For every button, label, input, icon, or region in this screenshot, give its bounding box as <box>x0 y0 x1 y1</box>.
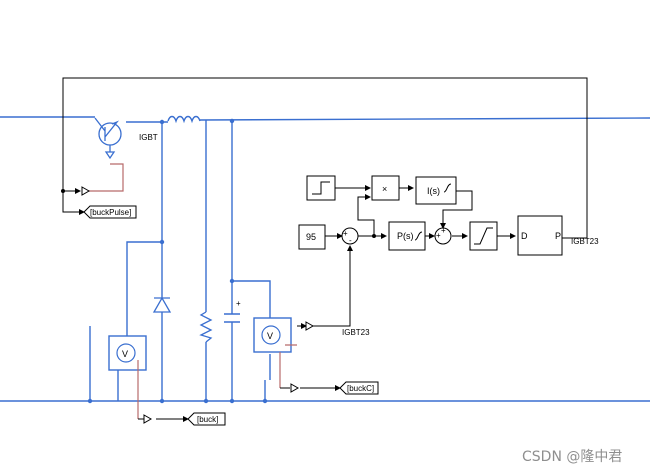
pwm-block[interactable] <box>517 215 563 256</box>
diode-icon[interactable] <box>152 296 172 313</box>
goto-buckpulse-wire[interactable] <box>62 191 85 215</box>
igbt-label: IGBT <box>139 133 158 142</box>
goto-buckpulse-label: [buckPulse] <box>90 208 131 217</box>
pi-sum-plus-b: + <box>441 226 446 235</box>
input-voltmeter-icon <box>116 343 136 363</box>
top-rail-right[interactable] <box>199 117 650 121</box>
power-junctions <box>87 118 268 404</box>
sensor-igbt23-label: IGBT23 <box>342 328 370 337</box>
product-symbol: × <box>382 184 387 194</box>
input-voltmeter-label: V <box>122 349 128 359</box>
constant-block[interactable] <box>298 224 326 250</box>
sensor-signal-wires <box>88 163 297 419</box>
error-sum-block[interactable] <box>341 227 359 245</box>
saturation-block[interactable] <box>469 221 498 251</box>
pwm-output-tag: IGBT23 <box>571 237 599 246</box>
proportional-block[interactable] <box>388 221 426 251</box>
switch-node-to-sensor[interactable] <box>126 241 162 336</box>
pwm-feedback-loop[interactable] <box>62 77 588 239</box>
goto-buckc-label: [buckC] <box>347 384 374 393</box>
integrator-label: I(s) <box>427 186 440 196</box>
pwm-output-label: P <box>555 231 561 241</box>
pi-sum-block[interactable] <box>434 227 452 245</box>
watermark: CSDN @隆中君 <box>522 449 622 465</box>
error-to-product-wire[interactable] <box>357 194 375 236</box>
output-voltmeter-icon <box>261 325 281 345</box>
output-voltmeter-block[interactable] <box>253 317 292 353</box>
port-triangles <box>81 186 315 424</box>
power-circuit <box>0 115 650 402</box>
output-sensor-wire[interactable] <box>232 280 271 401</box>
goto-buck-label: [buck] <box>197 415 218 424</box>
input-voltmeter-block[interactable] <box>108 335 147 371</box>
pwm-input-label: D <box>521 231 528 241</box>
error-sum-minus: - <box>349 236 352 245</box>
gate-pulse-wire[interactable] <box>88 163 124 192</box>
output-sense-wire[interactable] <box>279 344 297 388</box>
control-wires <box>62 77 588 419</box>
product-block[interactable] <box>371 175 400 201</box>
error-sum-plus: + <box>343 229 348 238</box>
control-junctions <box>61 189 376 238</box>
capacitor-icon[interactable] <box>224 313 240 323</box>
pi-sum-plus-a: + <box>436 231 441 240</box>
proportional-label: P(s) <box>397 231 414 241</box>
igbt-icon[interactable] <box>94 117 122 160</box>
output-voltmeter-label: V <box>267 331 273 341</box>
resistor-icon[interactable] <box>199 311 213 343</box>
integrator-to-sum-wire[interactable] <box>440 190 473 229</box>
inductor-icon[interactable] <box>167 115 201 124</box>
goto-buckc[interactable] <box>339 381 379 395</box>
sensor-feedback-wire[interactable] <box>313 245 353 327</box>
goto-buckpulse[interactable] <box>83 205 137 219</box>
goto-buck[interactable] <box>187 412 226 426</box>
step-block[interactable] <box>306 175 336 201</box>
integrator-block[interactable] <box>415 176 457 205</box>
capacitor-plus-sign: + <box>236 299 241 308</box>
constant-value: 95 <box>306 232 316 242</box>
